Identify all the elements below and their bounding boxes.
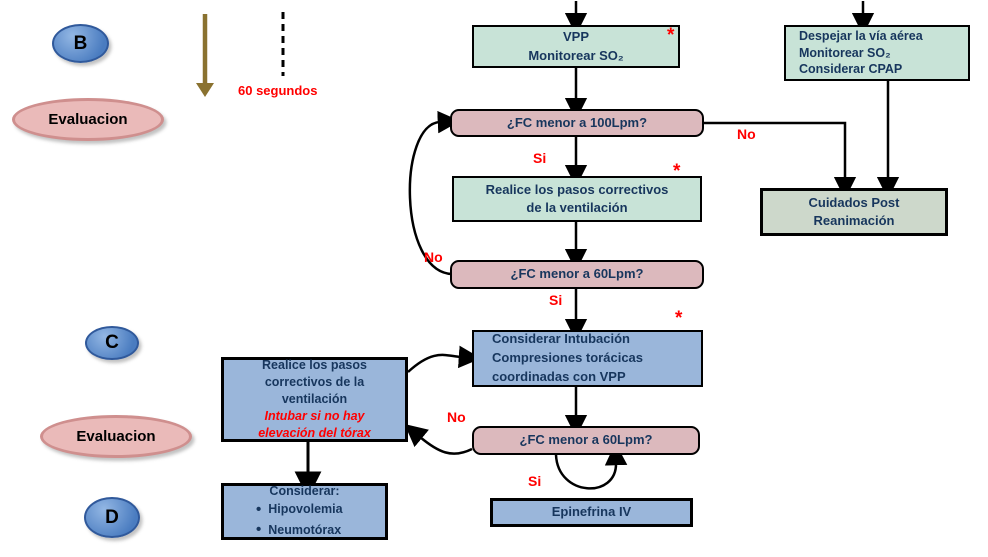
node-epinephrine: Epinefrina IV: [490, 498, 693, 527]
node-corrective2-line2: correctivos de la: [264, 375, 365, 390]
node-consider-item1-text: Hipovolemia: [268, 502, 343, 517]
node-airway: Despejar la vía aérea Monitorear SO₂ Con…: [784, 25, 970, 81]
edge-label-fc60a-no: No: [424, 249, 443, 265]
node-corrective2-line1: Realice los pasos: [262, 358, 367, 373]
node-corrective-steps-2: Realice los pasos correctivos de la vent…: [221, 357, 408, 442]
sixty-seconds-label: 60 segundos: [238, 83, 318, 98]
evaluation-label-1: Evaluacion: [48, 111, 128, 128]
evaluation-ellipse-2: Evaluacion: [40, 415, 192, 458]
edge-label-fc100-no: No: [737, 126, 756, 142]
stage-b-ellipse: B: [52, 24, 109, 63]
node-consider-title: Considerar:: [269, 483, 340, 498]
node-intubation-line1: Considerar Intubación: [492, 331, 630, 347]
evaluation-ellipse-1: Evaluacion: [12, 98, 164, 141]
arrow-fc60b-no-to-corrective2: [404, 424, 473, 455]
node-corrective1-line1: Realice los pasos correctivos: [485, 181, 669, 197]
node-corrective-steps-1: Realice los pasos correctivos de la vent…: [452, 176, 702, 222]
edge-label-fc100-si: Si: [533, 150, 547, 166]
arrow-fc60b-si-epinephrine-loop: [554, 442, 628, 490]
node-airway-line3: Considerar CPAP: [799, 62, 903, 77]
asterisk-intubation: *: [675, 308, 683, 329]
edge-label-fc60a-si: Si: [549, 292, 563, 308]
node-vpp-line1: VPP: [562, 29, 589, 45]
stage-c-ellipse: C: [85, 326, 139, 360]
node-intubation-line2: Compresiones torácicas: [492, 350, 644, 366]
evaluation-label-2: Evaluacion: [76, 428, 156, 445]
node-consider-item2-text: Neumotórax: [268, 522, 342, 537]
arrow-corrective2-to-intubation: [407, 345, 482, 373]
stage-d-ellipse: D: [84, 497, 140, 538]
node-postcare-line1: Cuidados Post: [808, 194, 900, 210]
node-fc100-label: ¿FC menor a 100Lpm?: [506, 114, 648, 130]
edge-label-fc60b-no: No: [447, 409, 466, 425]
stage-c-label: C: [105, 332, 119, 353]
arrow-fc60a-no-loop-to-fc100: [408, 110, 461, 276]
stage-b-label: B: [73, 32, 88, 54]
node-airway-line1: Despejar la vía aérea: [799, 28, 923, 43]
node-airway-line2: Monitorear SO₂: [799, 45, 891, 60]
edge-label-fc60b-si: Si: [528, 473, 542, 489]
node-consider-item1: Hipovolemia: [224, 500, 343, 520]
node-fc60-decision-2: ¿FC menor a 60Lpm?: [472, 426, 700, 455]
node-consider-item2: Neumotórax: [224, 520, 341, 540]
asterisk-corrective1: *: [673, 161, 681, 182]
node-corrective1-line2: de la ventilación: [526, 200, 628, 215]
olive-timer-arrowhead: [196, 83, 214, 97]
stage-d-label: D: [105, 506, 119, 528]
node-intubation-line3: coordinadas con VPP: [492, 368, 626, 384]
node-consider: Considerar: Hipovolemia Neumotórax: [221, 483, 388, 540]
node-vpp: VPP Monitorear SO₂: [472, 25, 680, 68]
asterisk-vpp: *: [667, 25, 675, 46]
arrow-fc100-no-to-postcare: [704, 121, 857, 200]
node-corrective2-line3: ventilación: [281, 392, 348, 407]
node-corrective2-warning1: Intubar si no hay: [264, 408, 365, 423]
node-corrective2-warning2: elevación del tórax: [258, 425, 371, 440]
node-epinephrine-label: Epinefrina IV: [551, 504, 632, 520]
node-intubation: Considerar Intubación Compresiones torác…: [472, 330, 703, 387]
node-postcare-line2: Reanimación: [813, 213, 895, 228]
node-vpp-line2: Monitorear SO₂: [528, 47, 624, 63]
node-fc60b-label: ¿FC menor a 60Lpm?: [519, 432, 653, 448]
node-fc60a-label: ¿FC menor a 60Lpm?: [510, 266, 644, 282]
node-post-resuscitation-care: Cuidados Post Reanimación: [760, 188, 948, 236]
node-fc60-decision-1: ¿FC menor a 60Lpm?: [450, 260, 704, 289]
node-fc100-decision: ¿FC menor a 100Lpm?: [450, 109, 704, 137]
